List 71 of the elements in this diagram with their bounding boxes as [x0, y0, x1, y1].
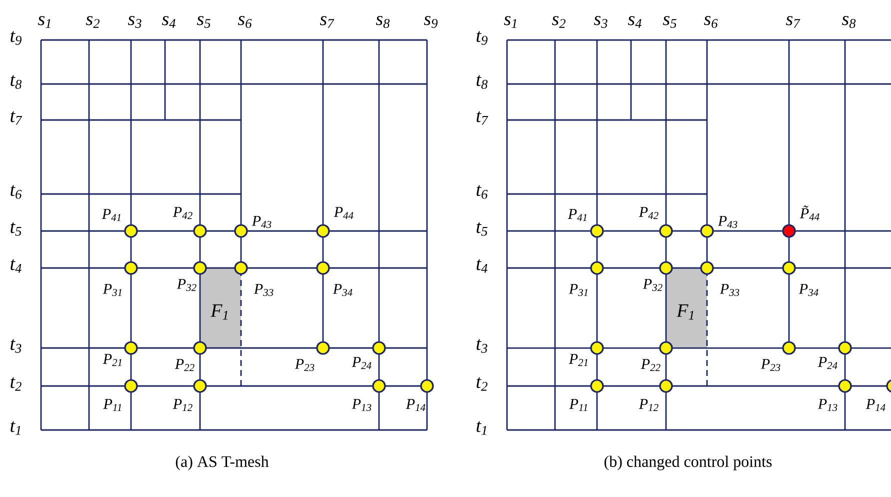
- caption: (a) AS T-mesh: [176, 456, 269, 470]
- point-label: P$_{42}$: [172, 207, 192, 219]
- point-label: P$_{22}$: [174, 359, 194, 371]
- knot-label: t$_{9}$: [10, 31, 22, 45]
- knot-label: s$_{1}$: [504, 16, 516, 28]
- point-label: P$_{22}$: [640, 359, 660, 371]
- point-label: P$_{24}$: [352, 357, 372, 369]
- knot-label: s$_{7}$: [320, 16, 334, 28]
- knot-label: s$_{3}$: [594, 16, 608, 28]
- knot-label: t$_{1}$: [476, 421, 486, 435]
- knot-label: s$_{2}$: [86, 16, 100, 28]
- point-label: P$_{34}$: [332, 284, 352, 296]
- point-label: P$_{31}$: [568, 284, 588, 296]
- knot-label: t$_{7}$: [476, 111, 488, 125]
- point-label: P$_{43}$: [252, 216, 272, 228]
- point-label: P̃$_{44}$: [800, 206, 820, 220]
- knot-label: t$_{6}$: [476, 185, 488, 199]
- knot-label: s$_{2}$: [552, 16, 566, 28]
- point-label: P$_{33}$: [720, 284, 740, 296]
- knot-label: t$_{4}$: [10, 259, 22, 273]
- point-label: P$_{13}$: [352, 398, 372, 412]
- knot-label: s$_{5}$: [196, 16, 210, 28]
- point-label: P$_{11}$: [569, 399, 588, 411]
- knot-label: s$_{6}$: [238, 16, 252, 28]
- point-label: P$_{21}$: [102, 354, 122, 366]
- knot-label: t$_{5}$: [476, 222, 488, 236]
- point-label: P$_{33}$: [254, 284, 274, 296]
- point-label: P$_{44}$: [334, 207, 354, 219]
- face-label: F$_{1}$: [210, 304, 228, 320]
- knot-label: s$_{5}$: [662, 16, 676, 28]
- point-label: P$_{32}$: [176, 278, 196, 292]
- point-label: P$_{13}$: [818, 398, 838, 412]
- face-label: F$_{1}$: [676, 304, 694, 320]
- point-label: P$_{14}$: [406, 399, 426, 411]
- knot-label: s$_{6}$: [704, 16, 718, 28]
- point-label: P$_{31}$: [102, 284, 122, 296]
- knot-label: t$_{8}$: [10, 75, 22, 89]
- knot-label: t$_{8}$: [476, 75, 488, 89]
- knot-label: s$_{3}$: [128, 16, 142, 28]
- knot-label: s$_{7}$: [786, 16, 800, 28]
- point-label: P$_{14}$: [866, 399, 886, 411]
- point-label: P$_{11}$: [103, 399, 122, 411]
- knot-label: s$_{4}$: [162, 16, 176, 28]
- knot-label: t$_{2}$: [10, 377, 22, 391]
- point-label: P$_{12}$: [638, 399, 658, 411]
- knot-label: t$_{3}$: [10, 339, 22, 353]
- knot-label: t$_{2}$: [476, 377, 488, 391]
- knot-label: t$_{1}$: [10, 421, 20, 435]
- point-label: P$_{23}$: [294, 358, 314, 372]
- knot-label: s$_{8}$: [376, 16, 390, 28]
- point-label: P$_{21}$: [568, 354, 588, 366]
- point-label: P$_{41}$: [102, 209, 120, 221]
- point-label: P$_{12}$: [172, 399, 192, 411]
- knot-label: t$_{6}$: [10, 185, 22, 199]
- point-label: P$_{43}$: [718, 216, 738, 228]
- point-label: P$_{24}$: [818, 357, 838, 369]
- point-label: P$_{41}$: [568, 209, 586, 221]
- knot-label: t$_{7}$: [10, 111, 22, 125]
- knot-label: s$_{1}$: [38, 16, 50, 28]
- knot-label: s$_{4}$: [628, 16, 642, 28]
- knot-label: s$_{8}$: [842, 16, 856, 28]
- caption: (b) changed control points: [604, 456, 772, 470]
- knot-label: t$_{4}$: [476, 259, 488, 273]
- point-label: P$_{42}$: [638, 207, 658, 219]
- knot-label: t$_{3}$: [476, 339, 488, 353]
- point-label: P$_{23}$: [760, 358, 780, 372]
- knot-label: s$_{9}$: [424, 16, 438, 28]
- knot-label: t$_{5}$: [10, 222, 22, 236]
- point-label: P$_{34}$: [798, 284, 818, 296]
- point-label: P$_{32}$: [642, 278, 662, 292]
- knot-label: t$_{9}$: [476, 31, 488, 45]
